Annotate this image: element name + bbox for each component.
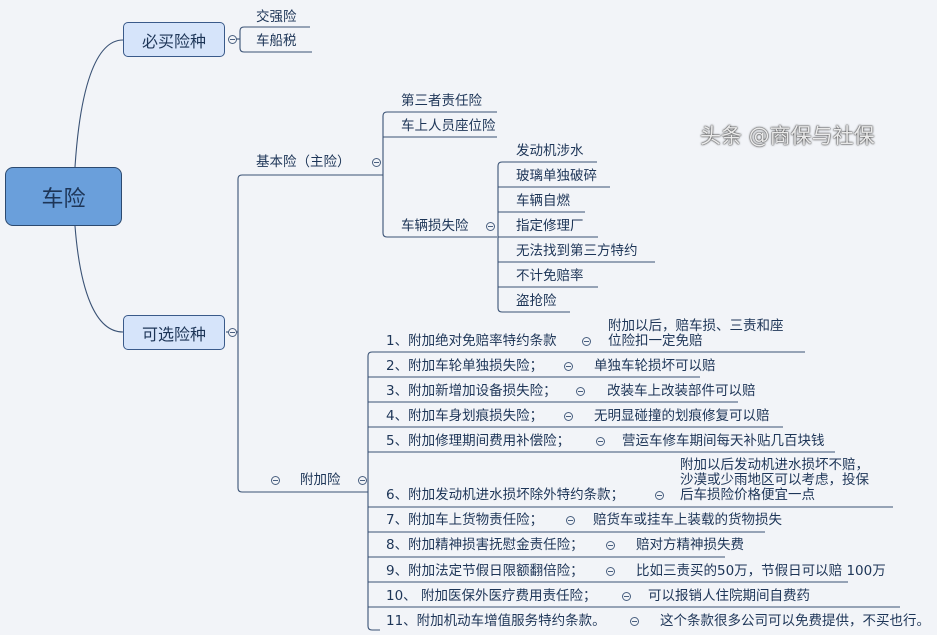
additional-item[interactable]: 7、附加车上货物责任险； xyxy=(386,512,544,528)
item-detail: 这个条款很多公司可以免费提供，不买也行。 xyxy=(660,613,930,629)
leaf-no-third-party[interactable]: 无法找到第三方特约 xyxy=(516,243,638,259)
leaf-compulsory-insurance[interactable]: 交强险 xyxy=(256,9,297,25)
root-node-car-insurance[interactable]: 车险 xyxy=(5,167,122,226)
additional-item[interactable]: 4、附加车身划痕损失险； xyxy=(386,408,544,424)
item-detail: 营运车修车期间每天补贴几百块钱 xyxy=(622,433,825,449)
collapse-icon[interactable] xyxy=(596,437,605,446)
collapse-icon[interactable] xyxy=(630,617,639,626)
item-detail: 可以报销人住院期间自费药 xyxy=(648,588,810,604)
collapse-icon[interactable] xyxy=(566,516,575,525)
item-detail: 沙漠或少雨地区可以考虑，投保 xyxy=(680,472,869,488)
node-vehicle-loss[interactable]: 车辆损失险 xyxy=(401,218,469,234)
collapse-icon[interactable] xyxy=(358,476,367,485)
item-detail: 改装车上改装部件可以赔 xyxy=(607,383,756,399)
node-basic-insurance[interactable]: 基本险（主险） xyxy=(256,154,351,170)
collapse-icon[interactable] xyxy=(622,592,631,601)
item-detail: 后车损险价格便宜一点 xyxy=(680,487,815,503)
item-detail: 单独车轮损坏可以赔 xyxy=(594,358,716,374)
item-detail: 附加以后发动机进水损坏不赔， xyxy=(680,457,869,473)
leaf-self-ignition[interactable]: 车辆自燃 xyxy=(516,193,570,209)
leaf-designated-repair[interactable]: 指定修理厂 xyxy=(516,218,584,234)
item-detail: 赔货车或挂车上装载的货物损失 xyxy=(593,512,782,528)
node-additional-insurance[interactable]: 附加险 xyxy=(300,472,341,488)
additional-item[interactable]: 9、附加法定节假日限额翻倍险； xyxy=(386,563,584,579)
leaf-seat-insurance[interactable]: 车上人员座位险 xyxy=(401,118,496,134)
collapse-icon[interactable] xyxy=(655,491,664,500)
collapse-icon[interactable] xyxy=(564,412,573,421)
additional-item[interactable]: 2、附加车轮单独损失险； xyxy=(386,358,544,374)
collapse-icon[interactable] xyxy=(606,541,615,550)
additional-item[interactable]: 1、附加绝对免赔率特约条款 xyxy=(386,333,557,349)
item-detail: 位险扣一定免赔 xyxy=(608,333,703,349)
collapse-icon[interactable] xyxy=(606,567,615,576)
collapse-icon[interactable] xyxy=(228,328,237,337)
additional-item[interactable]: 3、附加新增加设备损失险； xyxy=(386,383,557,399)
item-detail: 无明显碰撞的划痕修复可以赔 xyxy=(594,408,770,424)
collapse-icon[interactable] xyxy=(271,476,280,485)
collapse-icon[interactable] xyxy=(372,158,381,167)
item-detail: 赔对方精神损失费 xyxy=(636,537,744,553)
additional-item[interactable]: 10、 附加医保外医疗费用责任险； xyxy=(386,588,597,604)
item-detail: 比如三责买的50万，节假日可以赔 100万 xyxy=(636,563,886,579)
leaf-engine-water[interactable]: 发动机涉水 xyxy=(516,143,584,159)
collapse-icon[interactable] xyxy=(582,337,591,346)
leaf-vehicle-tax[interactable]: 车船税 xyxy=(256,33,297,49)
collapse-icon[interactable] xyxy=(564,362,573,371)
item-detail: 附加以后，赔车损、三责和座 xyxy=(608,318,784,334)
leaf-third-party[interactable]: 第三者责任险 xyxy=(401,93,482,109)
additional-item[interactable]: 5、附加修理期间费用补偿险； xyxy=(386,433,571,449)
leaf-no-deductible[interactable]: 不计免赔率 xyxy=(516,268,584,284)
collapse-icon[interactable] xyxy=(228,35,237,44)
additional-item[interactable]: 8、附加精神损害抚慰金责任险； xyxy=(386,537,584,553)
additional-item[interactable]: 6、附加发动机进水损坏除外特约条款； xyxy=(386,487,625,503)
node-optional-insurance[interactable]: 可选险种 xyxy=(123,315,225,350)
watermark: 头条 @商保与社保 xyxy=(700,124,875,148)
leaf-glass[interactable]: 玻璃单独破碎 xyxy=(516,168,597,184)
collapse-icon[interactable] xyxy=(486,222,495,231)
node-required-insurance[interactable]: 必买险种 xyxy=(123,22,225,57)
additional-item[interactable]: 11、附加机动车增值服务特约条款。 xyxy=(386,613,606,629)
leaf-theft[interactable]: 盗抢险 xyxy=(516,293,557,309)
collapse-icon[interactable] xyxy=(576,387,585,396)
